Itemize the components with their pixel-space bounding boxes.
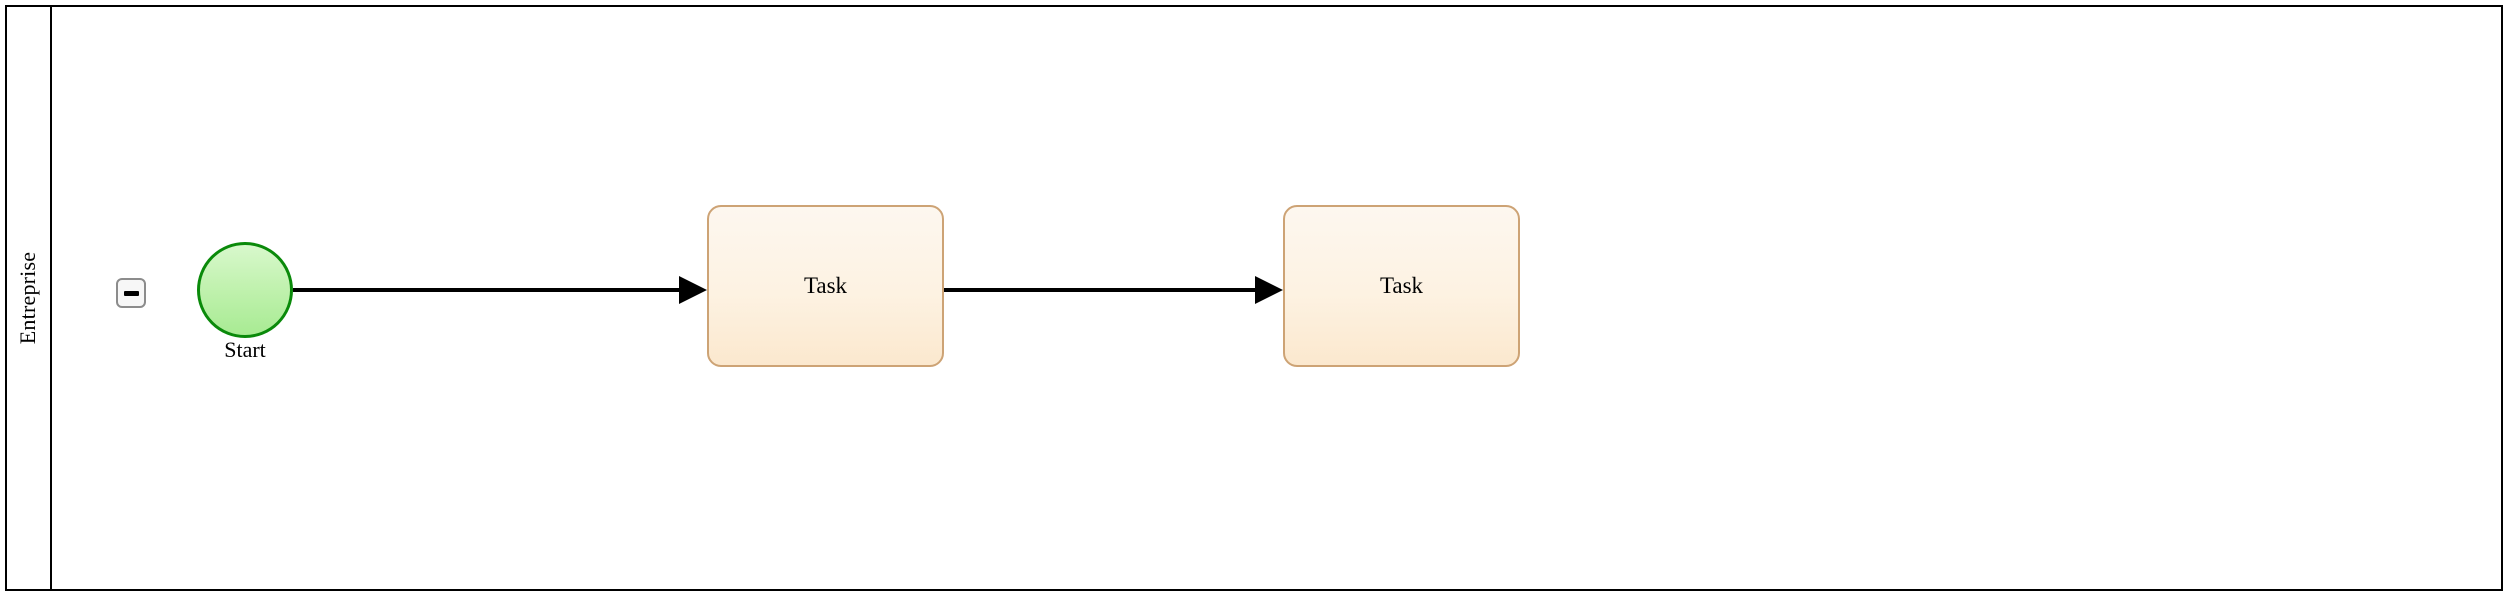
arrowhead-icon-2 [1255, 276, 1283, 304]
minus-icon [123, 290, 139, 296]
start-event-label: Start [224, 337, 266, 362]
sequence-flow-1[interactable] [293, 288, 679, 292]
lane-header-label: Entreprise [15, 251, 41, 345]
sequence-flow-2[interactable] [944, 288, 1256, 292]
task-label-2: Task [1379, 273, 1424, 298]
pool-entreprise[interactable]: Entreprise Start Task Task [5, 5, 2503, 591]
task-node-2[interactable]: Task [1283, 205, 1520, 367]
lane-body: Start Task Task [54, 7, 2501, 589]
task-node-1[interactable]: Task [707, 205, 944, 367]
lane-header[interactable]: Entreprise [7, 7, 52, 589]
arrowhead-icon-1 [679, 276, 707, 304]
task-label-1: Task [803, 273, 848, 298]
lane-collapse-button[interactable] [116, 278, 146, 308]
start-event-node[interactable] [197, 242, 293, 338]
